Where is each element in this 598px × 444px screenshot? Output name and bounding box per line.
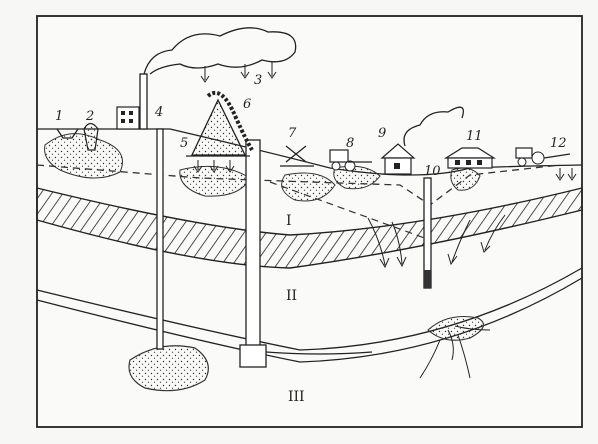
plume-landfill — [44, 133, 123, 179]
leakage-arrow — [391, 221, 407, 268]
flow-line-c — [457, 334, 471, 379]
zone-label-II: II — [286, 288, 297, 304]
crossed-structure — [285, 145, 307, 163]
landfill-pit-2 — [83, 122, 99, 151]
label-7: 7 — [288, 126, 297, 141]
house-smoke — [403, 106, 465, 147]
conveyor-belt — [206, 90, 254, 152]
label-10: 10 — [424, 164, 441, 179]
label-5: 5 — [180, 136, 188, 151]
label-8: 8 — [346, 136, 354, 151]
deep-injection-plume — [128, 345, 209, 392]
plough-tractor-wheel — [531, 151, 545, 165]
factory-chimney — [139, 73, 148, 130]
tractor-wheel — [344, 160, 356, 172]
factory-window — [129, 111, 133, 115]
flow-line-a — [419, 339, 441, 379]
leakage-arrow — [367, 217, 390, 269]
fallout-arrow — [240, 64, 250, 79]
farm-window — [466, 160, 471, 165]
smoke-cloud — [143, 27, 297, 75]
plough-tractor-wheel — [517, 157, 527, 167]
flow-line-b — [447, 329, 454, 361]
zone-label-I: I — [286, 213, 292, 229]
fallout-arrow — [200, 66, 210, 83]
well-6-foot — [239, 344, 267, 368]
label-2: 2 — [85, 109, 94, 124]
well-4-casing — [156, 128, 164, 350]
heap-leach-arrow — [225, 160, 235, 173]
well-6-casing — [245, 139, 261, 351]
house-window — [394, 163, 400, 169]
farm-window — [455, 160, 460, 165]
plume-heap — [179, 165, 251, 197]
factory-building — [116, 106, 140, 130]
leakage-arrow — [447, 219, 471, 266]
lower-layer-bottom — [36, 277, 583, 363]
field-infiltration-arrow — [567, 168, 577, 181]
field-infiltration-arrow — [555, 168, 565, 181]
label-12: 12 — [550, 136, 567, 151]
label-1: 1 — [55, 109, 63, 124]
fallout-arrow — [267, 62, 277, 79]
plume-field — [281, 172, 336, 202]
plume-tractor — [333, 165, 381, 190]
tractor-body — [329, 149, 349, 163]
aquitard-layer — [36, 187, 583, 269]
plough-tractor-body — [515, 147, 533, 159]
label-4: 4 — [154, 105, 163, 120]
landfill-pit-1 — [56, 128, 79, 139]
lower-layer-plume — [427, 315, 484, 341]
zone-label-III: III — [288, 389, 305, 405]
label-11: 11 — [466, 129, 483, 144]
heap-leach-arrow — [193, 160, 203, 173]
waste-heap — [190, 98, 247, 156]
lower-layer-top — [36, 267, 583, 351]
factory-window — [121, 111, 125, 115]
label-3: 3 — [254, 73, 262, 88]
plough — [543, 153, 571, 159]
factory-window — [129, 119, 133, 123]
heap-leach-arrow — [209, 160, 219, 173]
flow-line-d — [454, 325, 491, 331]
farm-window — [477, 160, 482, 165]
leakage-arrow — [480, 214, 506, 253]
label-6: 6 — [243, 97, 251, 112]
well-10-screen — [424, 270, 431, 288]
factory-window — [121, 119, 125, 123]
label-9: 9 — [378, 126, 386, 141]
well-6-horizontal — [265, 351, 373, 355]
tractor-wheel — [331, 161, 341, 171]
